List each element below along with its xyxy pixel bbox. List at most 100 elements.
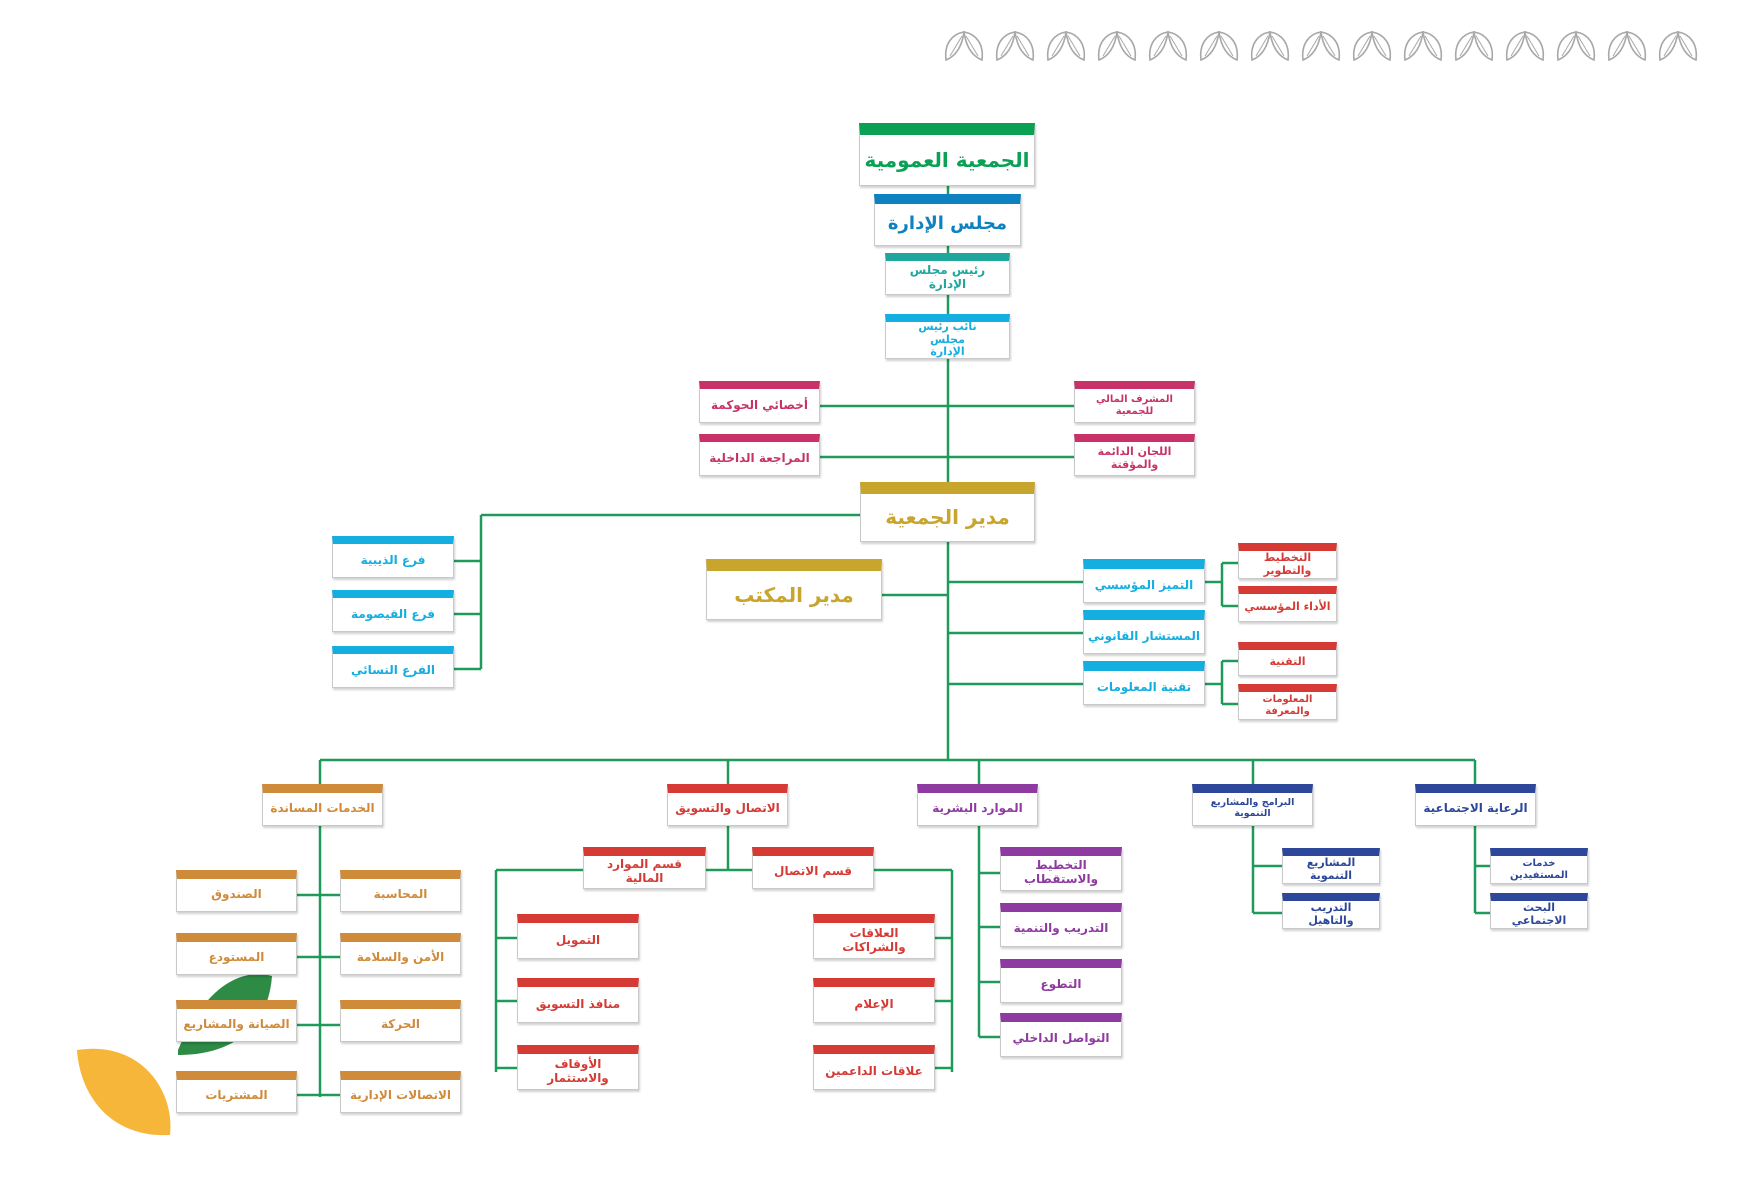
leaf-icon (1403, 31, 1443, 62)
branch-box[interactable]: فرع القيصومة (332, 590, 454, 632)
finance-unit-label: التمويل (555, 932, 601, 947)
finance-unit-label: منافذ التسويق (535, 996, 621, 1011)
technology-box[interactable]: التقنية (1238, 642, 1337, 676)
leaf-icon (1199, 31, 1239, 62)
hr-unit-label: التخطيط والاستقطاب (1023, 858, 1099, 886)
chairman-label: رئيس مجلس الإدارة (909, 262, 986, 291)
branch-label: فرع الذيبية (360, 552, 426, 567)
support-unit-box[interactable]: المحاسبة (340, 870, 461, 912)
hr-unit-box[interactable]: التدريب والتنمية (1000, 903, 1122, 947)
internal-audit-box[interactable]: المراجعة الداخلية (699, 434, 820, 476)
leaf-icon (1301, 31, 1341, 62)
legal-advisor-box[interactable]: المستشار القانوني (1083, 610, 1205, 654)
social-care-label: الرعاية الاجتماعية (1423, 801, 1528, 816)
support-services-box[interactable]: الخدمات المساندة (262, 784, 383, 826)
support-unit-label: الصيانة والمشاريع (183, 1017, 290, 1032)
social-unit-label: خدمات المستفيدين (1510, 858, 1568, 881)
programs-unit-box[interactable]: المشاريع التنموية (1282, 848, 1380, 884)
finance-unit-box[interactable]: التمويل (517, 914, 639, 959)
comm-unit-box[interactable]: علاقات الداعمين (813, 1045, 935, 1090)
governance-specialist-box[interactable]: أخصائي الحوكمة (699, 381, 820, 423)
finance-section-box[interactable]: قسم الموارد المالية (583, 847, 706, 889)
programs-unit-label: التدريب والتاهيل (1308, 900, 1354, 927)
programs-unit-label: المشاريع التنموية (1306, 855, 1356, 882)
support-unit-box[interactable]: المستودع (176, 933, 297, 975)
leaf-icon (944, 31, 984, 62)
leaf-icon (1607, 31, 1647, 62)
comms-marketing-box[interactable]: الاتصال والتسويق (667, 784, 788, 826)
leaf-icon (1352, 31, 1392, 62)
leaf-icon (1097, 31, 1137, 62)
excellence-box[interactable]: التميز المؤسسي (1083, 559, 1205, 603)
social-unit-box[interactable]: خدمات المستفيدين (1490, 848, 1588, 884)
support-unit-label: الصندوق (211, 887, 262, 902)
support-unit-box[interactable]: الصندوق (176, 870, 297, 912)
planning-label: التخطيط والتطوير (1263, 550, 1312, 577)
general-assembly-box[interactable]: الجمعية العمومية (859, 123, 1035, 186)
support-services-label: الخدمات المساندة (270, 801, 375, 816)
hr-unit-box[interactable]: التطوع (1000, 959, 1122, 1003)
vice-chairman-label: نائب رئيس مجلس الإدارة (918, 320, 977, 359)
leaf-icon (1658, 31, 1698, 62)
dev-programs-box[interactable]: البرامج والمشاريع التنموية (1192, 784, 1313, 826)
leaf-icon (1505, 31, 1545, 62)
comm-section-box[interactable]: قسم الاتصال (752, 847, 874, 889)
social-unit-box[interactable]: البحث الاجتماعي (1490, 893, 1588, 929)
it-label: تقنية المعلومات (1096, 679, 1192, 694)
support-unit-box[interactable]: الحركة (340, 1000, 461, 1042)
finance-section-label: قسم الموارد المالية (606, 857, 683, 885)
leaf-icon (1454, 31, 1494, 62)
hr-unit-label: التدريب والتنمية (1013, 921, 1109, 936)
finance-unit-box[interactable]: الأوقاف والاستثمار (517, 1045, 639, 1090)
excellence-label: التميز المؤسسي (1094, 577, 1194, 592)
hr-unit-label: التواصل الداخلي (1012, 1031, 1110, 1046)
finance-unit-label: الأوقاف والاستثمار (547, 1056, 609, 1085)
finance-unit-box[interactable]: منافذ التسويق (517, 978, 639, 1023)
social-care-box[interactable]: الرعاية الاجتماعية (1415, 784, 1536, 826)
branch-label: فرع القيصومة (351, 606, 435, 621)
hr-box[interactable]: الموارد البشرية (917, 784, 1038, 826)
financial-supervisor-box[interactable]: المشرف المالي للجمعية (1074, 381, 1195, 423)
legal-advisor-label: المستشار القانوني (1087, 628, 1200, 643)
support-unit-label: المحاسبة (373, 887, 428, 902)
vice-chairman-box[interactable]: نائب رئيس مجلس الإدارة (885, 314, 1010, 359)
support-unit-box[interactable]: الاتصالات الإدارية (340, 1071, 461, 1113)
leaf-icon (995, 31, 1035, 62)
hr-unit-box[interactable]: التواصل الداخلي (1000, 1013, 1122, 1057)
board-box[interactable]: مجلس الإدارة (874, 194, 1021, 246)
technology-label: التقنية (1269, 655, 1306, 669)
hr-unit-box[interactable]: التخطيط والاستقطاب (1000, 847, 1122, 891)
support-unit-label: المستودع (208, 950, 265, 965)
it-box[interactable]: تقنية المعلومات (1083, 661, 1205, 705)
office-manager-box[interactable]: مدير المكتب (706, 559, 882, 620)
yellow-leaf-decoration (77, 1048, 171, 1136)
performance-box[interactable]: الأداء المؤسسي (1238, 586, 1337, 622)
leaf-icon (1148, 31, 1188, 62)
leaf-pattern-decoration (937, 26, 1717, 70)
performance-label: الأداء المؤسسي (1244, 600, 1331, 614)
comm-unit-box[interactable]: الإعلام (813, 978, 935, 1023)
programs-unit-box[interactable]: التدريب والتاهيل (1282, 893, 1380, 929)
support-unit-label: الأمن والسلامة (356, 950, 445, 965)
support-unit-label: المشتريات (205, 1088, 268, 1103)
chairman-box[interactable]: رئيس مجلس الإدارة (885, 253, 1010, 295)
support-unit-box[interactable]: المشتريات (176, 1071, 297, 1113)
support-unit-label: الحركة (381, 1017, 420, 1032)
branch-box[interactable]: فرع الذيبية (332, 536, 454, 578)
planning-box[interactable]: التخطيط والتطوير (1238, 543, 1337, 579)
committees-box[interactable]: اللجان الدائمة والمؤقتة (1074, 434, 1195, 476)
comm-section-label: قسم الاتصال (774, 864, 852, 879)
branch-box[interactable]: الفرع النسائي (332, 646, 454, 688)
director-box[interactable]: مدير الجمعية (860, 482, 1035, 542)
support-unit-box[interactable]: الصيانة والمشاريع (176, 1000, 297, 1042)
hr-label: الموارد البشرية (932, 801, 1023, 816)
comm-unit-box[interactable]: العلاقات والشراكات (813, 914, 935, 959)
director-label: مدير الجمعية (885, 505, 1010, 529)
committees-label: اللجان الدائمة والمؤقتة (1097, 444, 1172, 471)
knowledge-box[interactable]: المعلومات والمعرفة (1238, 684, 1337, 720)
internal-audit-label: المراجعة الداخلية (709, 450, 810, 465)
office-manager-label: مدير المكتب (734, 582, 854, 607)
leaf-icon (1250, 31, 1290, 62)
support-unit-label: الاتصالات الإدارية (349, 1088, 452, 1103)
support-unit-box[interactable]: الأمن والسلامة (340, 933, 461, 975)
